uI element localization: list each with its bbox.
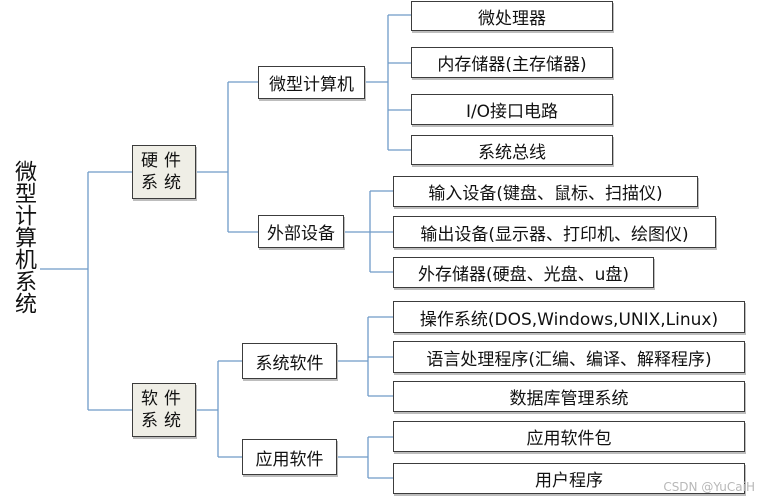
hardware-node: 硬件 系统 [132,145,196,199]
leaf-label: 内存储器(主存储器) [437,55,587,75]
leaf-application-package: 应用软件包 [393,421,745,452]
leaf-label: I/O接口电路 [465,102,559,122]
leaf-input-devices: 输入设备(键盘、鼠标、扫描仪) [393,176,698,207]
leaf-label: 外存储器(硬盘、光盘、u盘) [417,265,630,285]
microcomputer-node: 微型计算机 [258,66,365,99]
software-node-label: 软件 系统 [141,389,187,431]
leaf-system-bus: 系统总线 [411,135,613,165]
watermark: CSDN @YuCaiH [663,480,755,494]
leaf-user-programs: 用户程序 [393,463,745,494]
leaf-label: 输出设备(显示器、打印机、绘图仪) [420,224,689,245]
leaf-main-memory: 内存储器(主存储器) [411,47,613,78]
leaf-label: 操作系统(DOS,Windows,UNIX,Linux) [419,309,719,330]
leaf-label: 数据库管理系统 [509,389,629,409]
root-label: 微型计算机系统 [11,160,36,314]
peripherals-node: 外部设备 [258,215,344,248]
leaf-microprocessor: 微处理器 [411,1,613,31]
hardware-node-label: 硬件 系统 [141,151,187,193]
leaf-language-processors: 语言处理程序(汇编、编译、解释程序) [393,341,745,373]
leaf-label: 语言处理程序(汇编、编译、解释程序) [426,349,712,370]
software-node: 软件 系统 [132,383,196,437]
leaf-external-storage: 外存储器(硬盘、光盘、u盘) [393,257,654,288]
leaf-dbms: 数据库管理系统 [393,381,745,412]
leaf-operating-system: 操作系统(DOS,Windows,UNIX,Linux) [393,301,745,333]
leaf-io-interface: I/O接口电路 [411,94,613,125]
leaf-output-devices: 输出设备(显示器、打印机、绘图仪) [393,216,716,248]
system-software-node: 系统软件 [242,343,337,379]
leaf-label: 输入设备(键盘、鼠标、扫描仪) [428,184,663,204]
leaf-label: 微处理器 [478,8,546,29]
system-software-node-label: 系统软件 [255,353,324,374]
leaf-label: 系统总线 [478,142,546,163]
application-software-node: 应用软件 [242,439,337,475]
leaf-label: 应用软件包 [526,429,612,449]
application-software-node-label: 应用软件 [255,449,324,470]
microcomputer-node-label: 微型计算机 [269,75,354,95]
leaf-label: 用户程序 [535,471,603,491]
peripherals-node-label: 外部设备 [267,224,335,244]
